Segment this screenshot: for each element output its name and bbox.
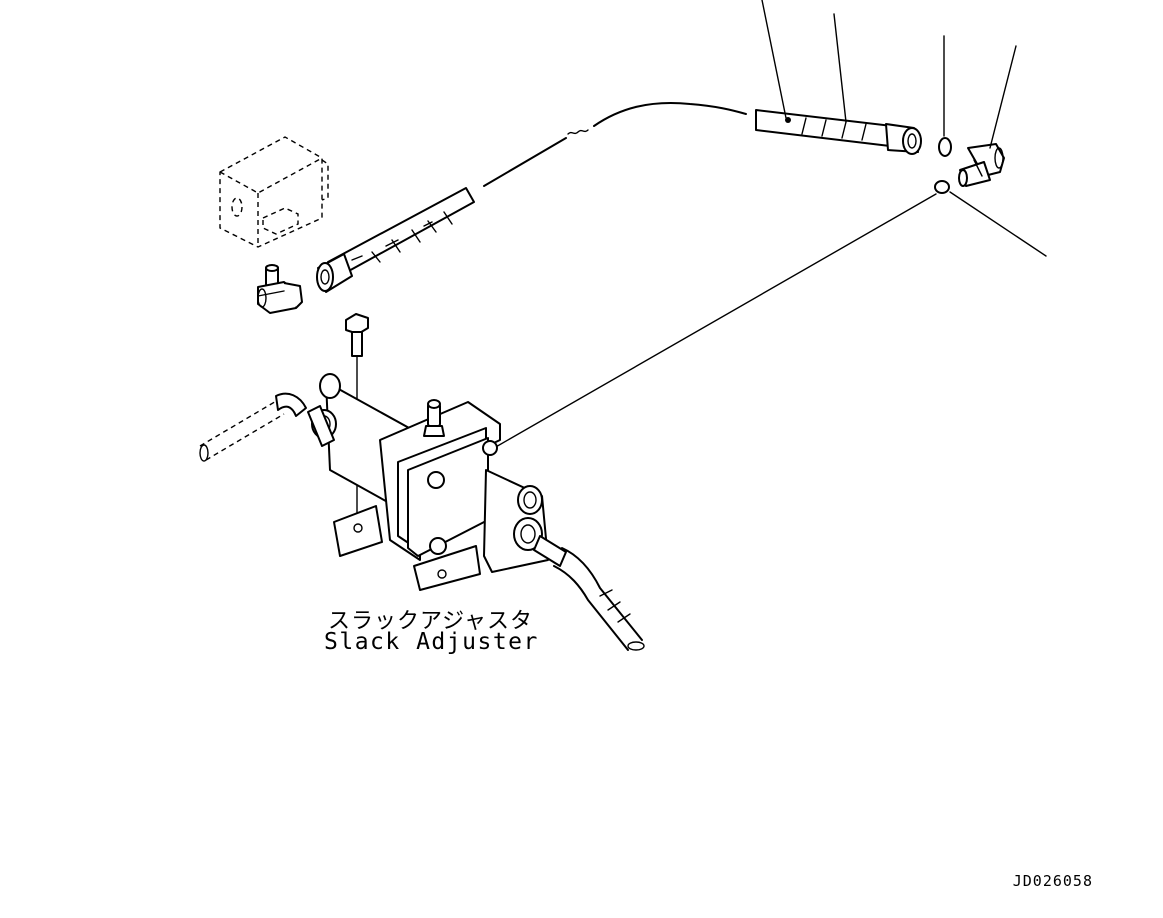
drawing-id: JD026058 — [1012, 872, 1093, 890]
leader-lines — [493, 0, 1047, 449]
o-ring-upper — [938, 137, 952, 157]
elbow-fitting-left — [257, 264, 303, 314]
slack-adjuster-label-jp: スラックアジャスタ — [328, 609, 534, 634]
slack-adjuster — [199, 373, 645, 651]
slack-adjuster-label-en: Slack Adjuster — [324, 629, 539, 655]
valve-block — [219, 136, 329, 248]
o-ring-lower — [934, 180, 950, 194]
hose-assembly — [316, 101, 922, 293]
elbow-fitting-right — [958, 143, 1005, 187]
